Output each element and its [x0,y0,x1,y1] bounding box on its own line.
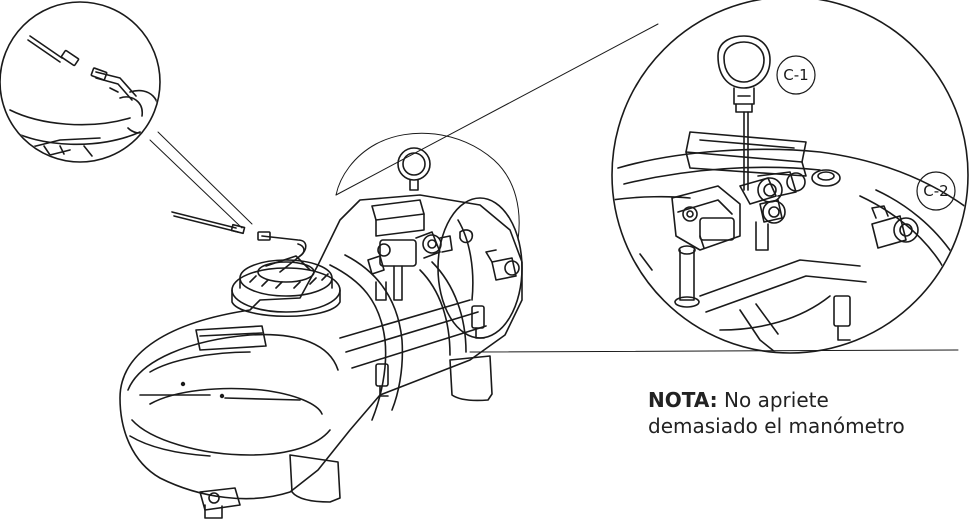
callout-c1-label: C-1 [783,66,808,84]
spray-tank [119,194,523,519]
gauge-small [397,147,431,191]
callout-c2: C-2 [916,171,956,211]
zoom-detail-tank [335,132,520,241]
gauge-large [717,35,771,113]
pump-assembly [367,199,474,301]
zoom-side-valve [871,205,919,249]
note-label: NOTA: [648,388,718,412]
front-plaque [195,325,267,351]
callout-c1: C-1 [776,55,816,95]
tank-foot-front [289,454,341,503]
note: NOTA: No apriete demasiado el manómetro [648,387,968,439]
note-text-line1: No apriete [724,388,829,412]
zoom-detail-hose [0,1,161,163]
zoom-detail-gauge [611,0,969,354]
fill-lid [231,255,341,318]
leader-lines [149,23,959,353]
side-valve [485,249,520,281]
tank-foot-rear [449,355,493,402]
body-latch-1 [375,363,389,387]
hose-connector [171,211,307,273]
drain-valve [199,487,241,519]
note-line-1: NOTA: No apriete [648,387,968,413]
callout-c2-label: C-2 [923,182,948,200]
note-text-line2: demasiado el manómetro [648,414,905,438]
body-latch-2 [471,305,485,329]
